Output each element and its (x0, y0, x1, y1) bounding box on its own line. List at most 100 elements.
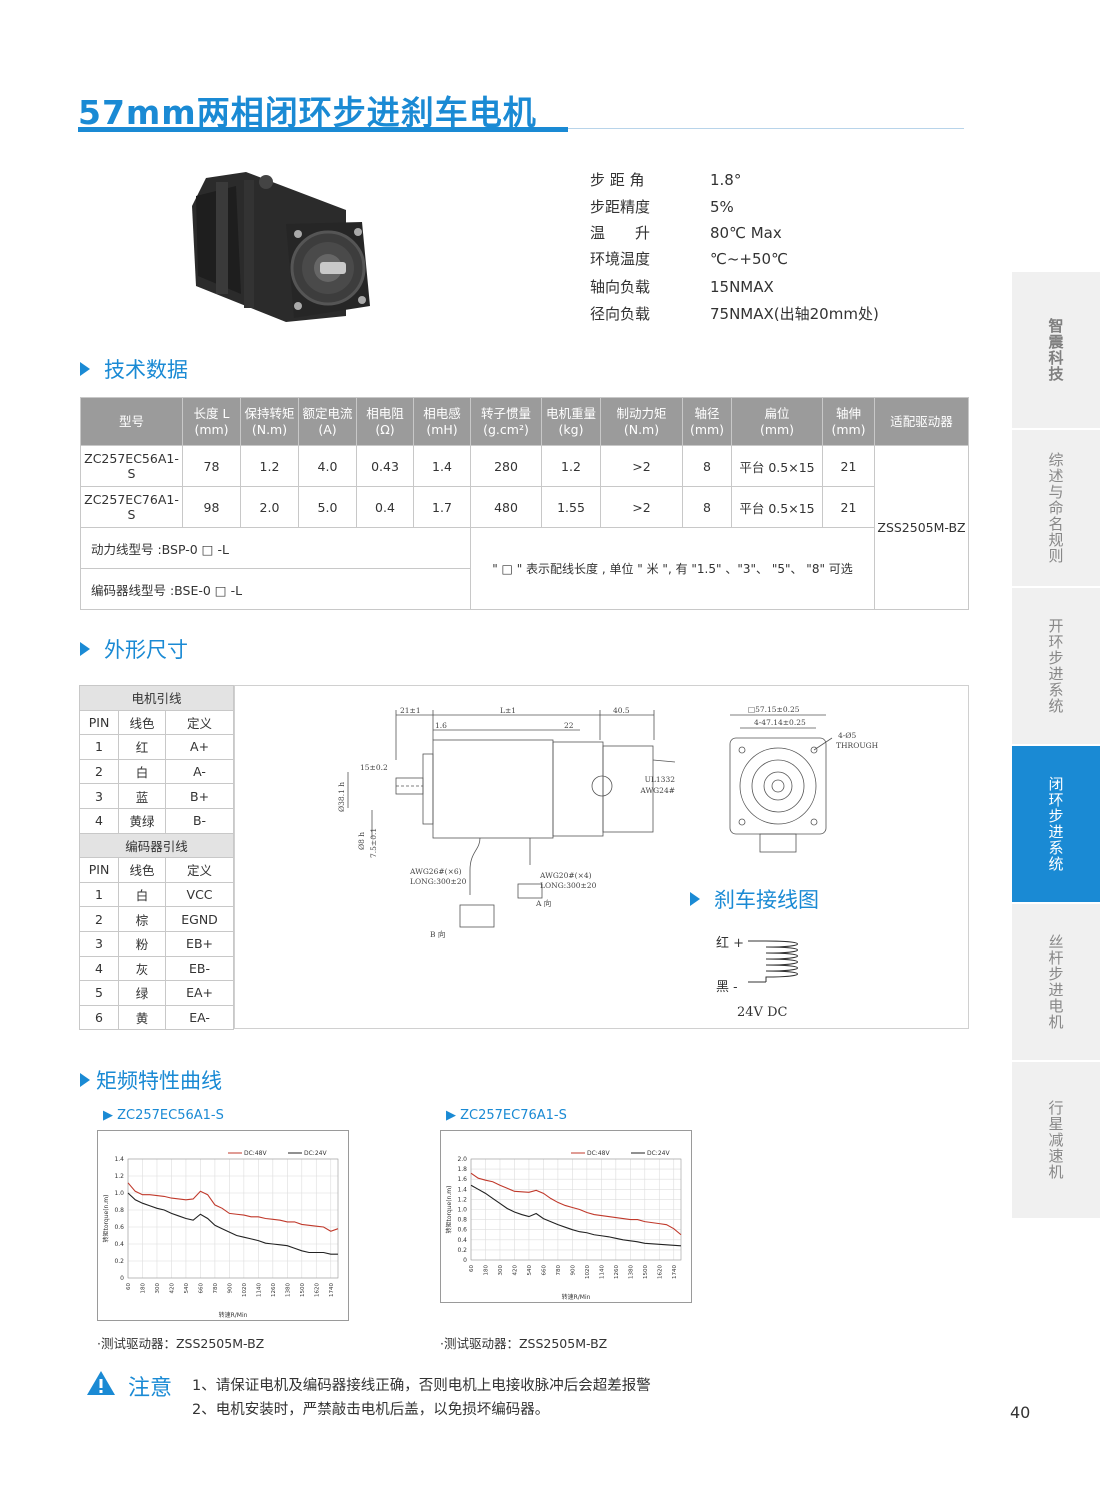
dim-label: 15±0.2 (360, 763, 388, 772)
power-cable-cell: 动力线型号 :BSP-0 □ -L (80, 527, 471, 569)
series-line-DC:24V (470, 1184, 682, 1247)
driver-cell: ZSS2505M-BZ (874, 445, 969, 610)
cell: EA- (165, 1004, 234, 1031)
note-line-2: 2、电机安装时，严禁敲击电机后盖，以免损坏编码器。 (192, 1402, 550, 1418)
cell: B- (165, 807, 234, 834)
dim-label: B 向 (430, 929, 445, 939)
brake-negative-label: 黑 - (716, 980, 738, 995)
y-tick-label: 1.2 (114, 1173, 124, 1180)
cell: A- (165, 758, 234, 785)
x-tick-label: 900 (227, 1283, 233, 1294)
cable-note-cell: " □ " 表示配线长度 , 单位 " 米 ", 有 "1.5" 、"3"、 "… (470, 527, 875, 610)
x-axis-label: 转速R/Min (219, 1311, 248, 1319)
cell: 线色 (118, 709, 167, 736)
y-tick-label: 2.0 (457, 1156, 467, 1163)
y-tick-label: 0.6 (457, 1227, 467, 1234)
cell: ZC257EC76A1-S (80, 486, 183, 528)
x-tick-label: 1740 (329, 1283, 335, 1297)
cell: 1.2 (541, 445, 601, 487)
cell: EGND (165, 906, 234, 932)
dim-label: AWG26#(×6) (409, 867, 462, 876)
section-tech-data: 技术数据 (80, 354, 188, 384)
col-header: 保持转矩(N.m) (240, 397, 299, 446)
y-tick-label: 0.4 (457, 1237, 467, 1244)
x-tick-label: 1740 (672, 1265, 678, 1279)
sidebar-item-planetary[interactable]: 行星减速机 (1012, 1062, 1100, 1220)
cell: EB+ (165, 930, 234, 957)
dim-label: 4-47.14±0.25 (754, 718, 806, 727)
cell: PIN (78, 857, 120, 883)
cell: EA+ (165, 980, 234, 1006)
legend-label: DC:24V (304, 1150, 327, 1157)
motor-leads-title: 电机引线 (79, 685, 234, 711)
cell: 6 (78, 1004, 120, 1031)
x-tick-label: 300 (155, 1283, 161, 1294)
col-header: 型号 (80, 397, 183, 446)
sidebar-nav: 智震科技 综述与命名规则 开环步进系统 闭环步进系统 丝杆步进电机 行星减速机 (1012, 272, 1100, 1220)
cell: 4 (78, 807, 120, 834)
y-tick-label: 0.6 (114, 1224, 124, 1231)
triangle-bullet-icon (80, 362, 90, 376)
dim-label: 4-Ø5 (838, 731, 856, 740)
cell: 定义 (165, 857, 234, 883)
y-tick-label: 0.4 (114, 1241, 124, 1248)
col-header: 相电感(mH) (413, 397, 471, 446)
series-line-DC:48V (470, 1172, 682, 1236)
x-tick-label: 540 (527, 1265, 533, 1276)
cell: 1.7 (413, 486, 471, 528)
cell: 蓝 (118, 783, 167, 809)
sidebar-item-logo[interactable]: 智震科技 (1012, 272, 1100, 430)
sidebar-item-overview[interactable]: 综述与命名规则 (1012, 430, 1100, 588)
dim-label: 40.5 (613, 706, 630, 715)
y-tick-label: 0 (120, 1275, 124, 1282)
cell: PIN (78, 709, 120, 736)
sidebar-item-closed-loop[interactable]: 闭环步进系统 (1012, 746, 1100, 904)
y-tick-label: 1.4 (114, 1156, 124, 1163)
cell: 4.0 (298, 445, 357, 487)
cell: 0.43 (356, 445, 414, 487)
legend-label: DC:48V (244, 1150, 267, 1157)
triangle-bullet-icon (80, 1073, 90, 1087)
cell: 3 (78, 930, 120, 957)
dim-label: 1.6 (435, 721, 447, 730)
cell: 棕 (118, 906, 167, 932)
series-line-DC:48V (127, 1182, 339, 1232)
sidebar-item-open-loop[interactable]: 开环步进系统 (1012, 588, 1100, 746)
dim-label: AWG24# (639, 786, 675, 795)
x-tick-label: 180 (140, 1283, 146, 1294)
chart2-driver-note: ·测试驱动器：ZSS2505M-BZ (440, 1336, 608, 1351)
y-tick-label: 0.2 (114, 1258, 124, 1265)
x-tick-label: 1380 (628, 1265, 634, 1279)
col-header: 扁位(mm) (731, 397, 823, 446)
cell: 1.4 (413, 445, 471, 487)
x-tick-label: 180 (483, 1265, 489, 1276)
cell: 8 (682, 445, 732, 487)
cell: 78 (182, 445, 241, 487)
dim-label: L±1 (500, 706, 516, 715)
dim-label: LONG:300±20 (540, 881, 597, 890)
x-tick-label: 900 (570, 1265, 576, 1276)
cell: 8 (682, 486, 732, 528)
page-number: 40 (1010, 1403, 1031, 1422)
x-tick-label: 1140 (256, 1283, 262, 1297)
notes-title: 注意 (128, 1376, 173, 1401)
y-tick-label: 1.8 (457, 1166, 467, 1173)
sidebar-item-screw-motor[interactable]: 丝杆步进电机 (1012, 904, 1100, 1062)
cell: 2 (78, 758, 120, 785)
cell: 灰 (118, 955, 167, 982)
col-header: 轴径(mm) (682, 397, 732, 446)
dim-label: Ø8 h (357, 832, 366, 850)
dimension-drawing-box (234, 685, 969, 1029)
dim-label: 7.5±0.1 (369, 828, 378, 858)
cell: 480 (470, 486, 542, 528)
